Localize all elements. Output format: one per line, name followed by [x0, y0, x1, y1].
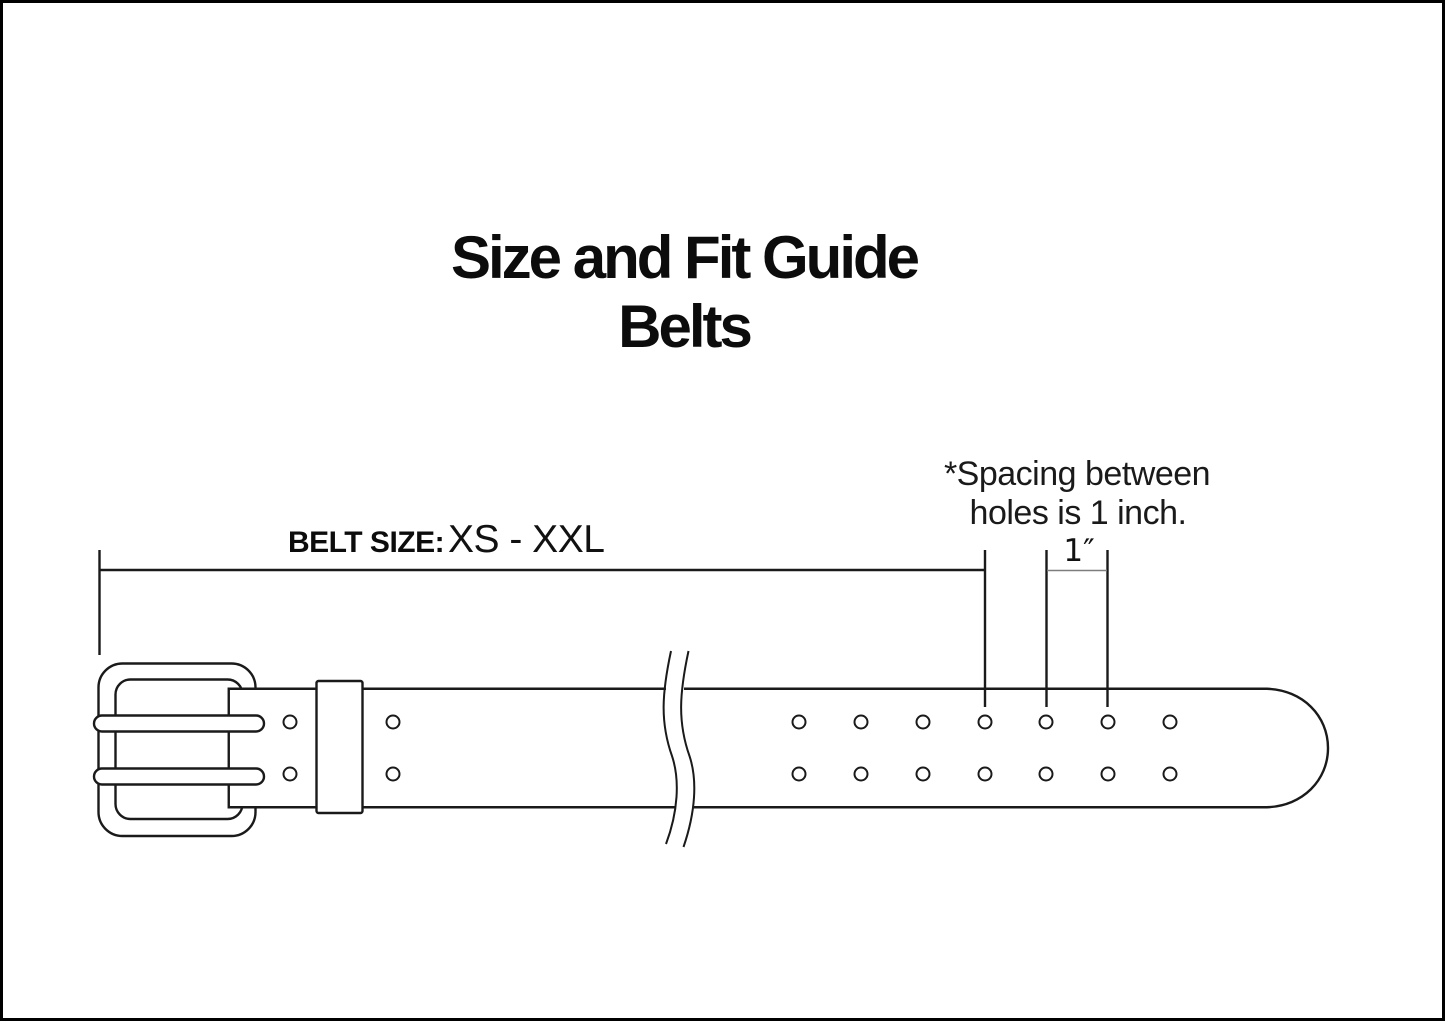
belt-hole [1038, 766, 1054, 782]
belt-hole [1100, 766, 1116, 782]
title-line-2: Belts [618, 293, 750, 360]
belt-hole [915, 766, 931, 782]
spacing-note-line-2: holes is 1 inch. [970, 494, 1187, 532]
belt-buckle-frame [97, 662, 257, 838]
belt-hole [853, 714, 869, 730]
belt-hole [282, 766, 298, 782]
belt-size-range: XS - XXL [448, 518, 604, 561]
belt-break-line-right [680, 650, 696, 848]
page-title: Size and Fit Guide Belts [451, 224, 922, 360]
belt-size-callout: BELT SIZE: XS - XXL [288, 518, 605, 561]
belt-keeper-loop [315, 679, 364, 815]
belt-illustration [92, 650, 1330, 848]
belt-hole [282, 714, 298, 730]
belt-size-label: BELT SIZE: [288, 526, 444, 559]
belt-hole [791, 766, 807, 782]
belt-hole [1162, 766, 1178, 782]
belt-hole [915, 714, 931, 730]
belt-hole [385, 714, 401, 730]
buckle-prong-top [92, 714, 266, 733]
title-line-1: Size and Fit Guide [451, 224, 919, 291]
belt-hole [1038, 714, 1054, 730]
belt-hole [853, 766, 869, 782]
belt-hole [791, 714, 807, 730]
belt-hole [1162, 714, 1178, 730]
belt-hole [1100, 714, 1116, 730]
belt-holes-bottom-row [282, 766, 1178, 782]
belt-strap-right [684, 687, 1330, 809]
hole-spacing-note: *Spacing between holes is 1 inch. 1″ [944, 455, 1211, 569]
spacing-note-line-1: *Spacing between [944, 455, 1210, 493]
measurement-lines [98, 550, 1109, 707]
belt-hole [385, 766, 401, 782]
one-inch-label: 1″ [1063, 533, 1094, 569]
belt-strap-left [227, 687, 676, 809]
belt-holes-top-row [282, 714, 1178, 730]
belt-break-line-left [662, 650, 678, 845]
belt-hole [977, 714, 993, 730]
belt-hole [977, 766, 993, 782]
buckle-prong-bottom [92, 767, 266, 786]
